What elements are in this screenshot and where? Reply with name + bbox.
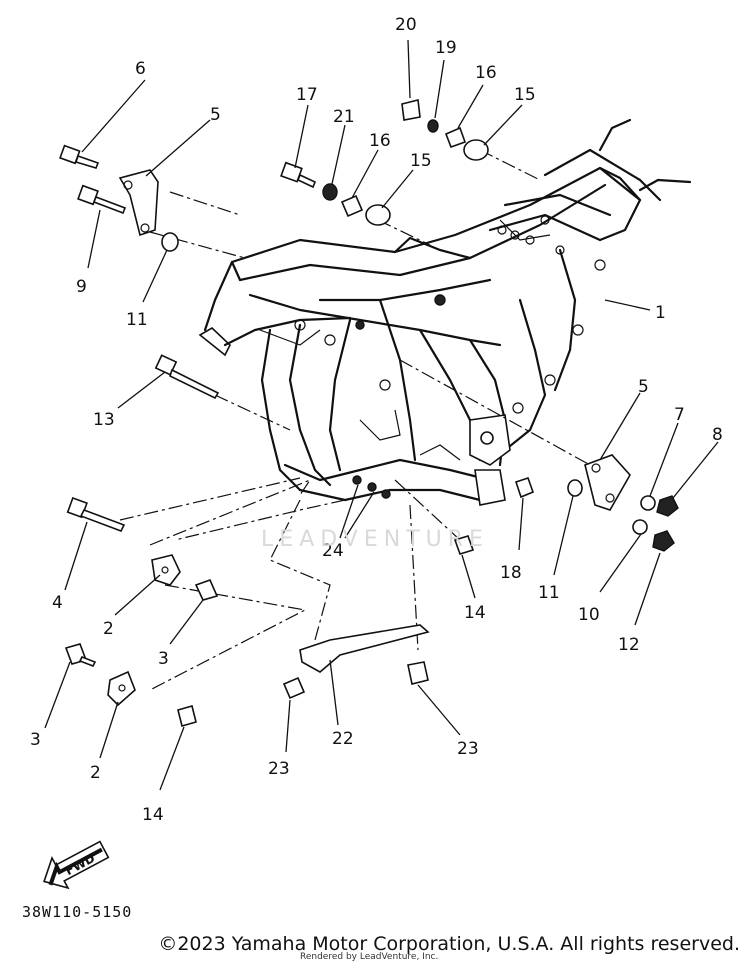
callout-2: 2	[103, 619, 114, 639]
callout-23: 23	[268, 759, 290, 779]
callout-11: 11	[126, 310, 148, 330]
hardware-parts	[59, 99, 679, 727]
callout-5: 5	[210, 105, 221, 125]
callout-18: 18	[500, 563, 522, 583]
copyright-notice: ©2023 Yamaha Motor Corporation, U.S.A. A…	[158, 933, 740, 955]
fwd-arrow-icon: FWD	[43, 840, 110, 890]
callout-16: 16	[475, 63, 497, 83]
callout-3: 3	[30, 730, 41, 750]
callout-5: 5	[638, 377, 649, 397]
callout-9: 9	[76, 277, 87, 297]
callout-12: 12	[618, 635, 640, 655]
callout-22: 22	[332, 729, 354, 749]
callout-23: 23	[457, 739, 479, 759]
callout-15: 15	[410, 151, 432, 171]
callout-16: 16	[369, 131, 391, 151]
callout-14: 14	[142, 805, 164, 825]
callout-21: 21	[333, 107, 355, 127]
callout-8: 8	[712, 425, 723, 445]
callout-19: 19	[435, 38, 457, 58]
main-frame	[198, 118, 692, 506]
rendered-by-note: Rendered by LeadVenture, Inc.	[300, 952, 439, 962]
callout-1: 1	[655, 303, 666, 323]
leader-lines	[44, 39, 719, 791]
callout-13: 13	[93, 410, 115, 430]
callout-7: 7	[674, 405, 685, 425]
callout-11: 11	[538, 583, 560, 603]
callout-4: 4	[52, 593, 63, 613]
callout-17: 17	[296, 85, 318, 105]
callout-20: 20	[395, 15, 417, 35]
callout-24: 24	[322, 541, 344, 561]
diagram-code: 38W110-5150	[22, 903, 133, 921]
callout-3: 3	[158, 649, 169, 669]
callout-14: 14	[464, 603, 486, 623]
callout-10: 10	[578, 605, 600, 625]
callout-6: 6	[135, 59, 146, 79]
callout-15: 15	[514, 85, 536, 105]
assembly-lines	[119, 149, 591, 691]
callout-2: 2	[90, 763, 101, 783]
callout-labels: 20 19 16 15 6 5 17 21 16 15 9 11 1 13 5 …	[30, 15, 723, 825]
